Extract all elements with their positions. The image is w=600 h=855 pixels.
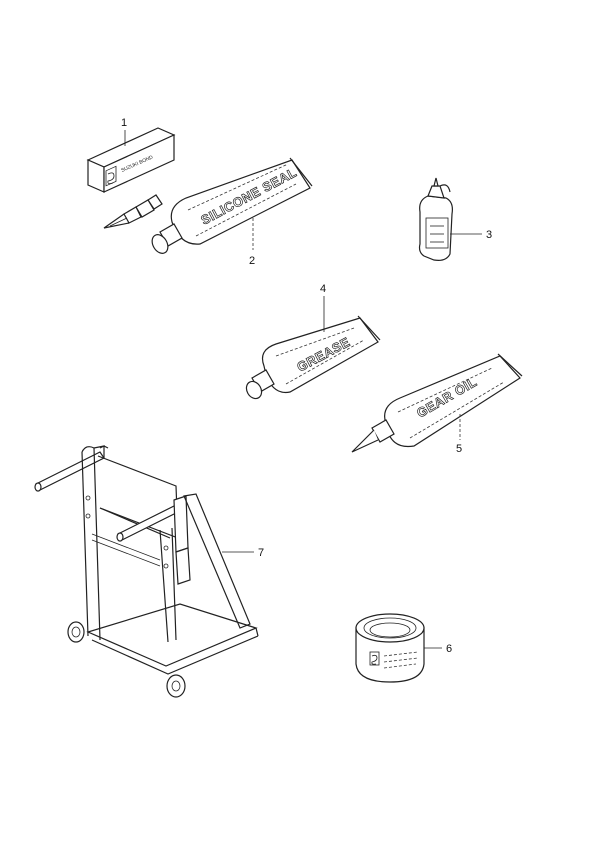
stand-wheel-left bbox=[67, 621, 85, 643]
callout-number-7: 7 bbox=[258, 547, 264, 559]
callout-3: 3 bbox=[450, 229, 492, 241]
callout-5: 5 bbox=[456, 414, 462, 455]
part-5-gear-oil-tube: GEAR OIL bbox=[351, 353, 523, 453]
callout-number-1: 1 bbox=[121, 117, 127, 129]
stand-wheel-right bbox=[166, 674, 186, 698]
part-6-grease-tin bbox=[355, 613, 425, 683]
callout-6: 6 bbox=[424, 643, 452, 655]
part-3-oil-bottle bbox=[418, 177, 453, 261]
callout-number-3: 3 bbox=[486, 229, 492, 241]
bond-applicator-tube bbox=[103, 194, 163, 229]
callout-number-4: 4 bbox=[320, 283, 326, 295]
bond-box: SUZUKI BOND bbox=[86, 127, 176, 193]
callout-2: 2 bbox=[249, 218, 255, 267]
callout-7: 7 bbox=[222, 547, 264, 559]
callout-number-2: 2 bbox=[249, 255, 255, 267]
suzuki-s-logo-icon bbox=[105, 165, 117, 187]
callout-1: 1 bbox=[121, 117, 127, 146]
suzuki-s-logo-icon bbox=[369, 651, 380, 666]
callout-number-5: 5 bbox=[456, 443, 462, 455]
callout-4: 4 bbox=[320, 283, 326, 332]
part-2-silicone-seal-tube: SILICONE SEAL bbox=[151, 157, 313, 254]
callout-number-6: 6 bbox=[446, 643, 452, 655]
part-4-grease-tube: GREASE bbox=[245, 315, 381, 400]
part-7-motor-stand bbox=[34, 445, 259, 698]
part-1-bond-kit: SUZUKI BOND bbox=[86, 127, 176, 229]
